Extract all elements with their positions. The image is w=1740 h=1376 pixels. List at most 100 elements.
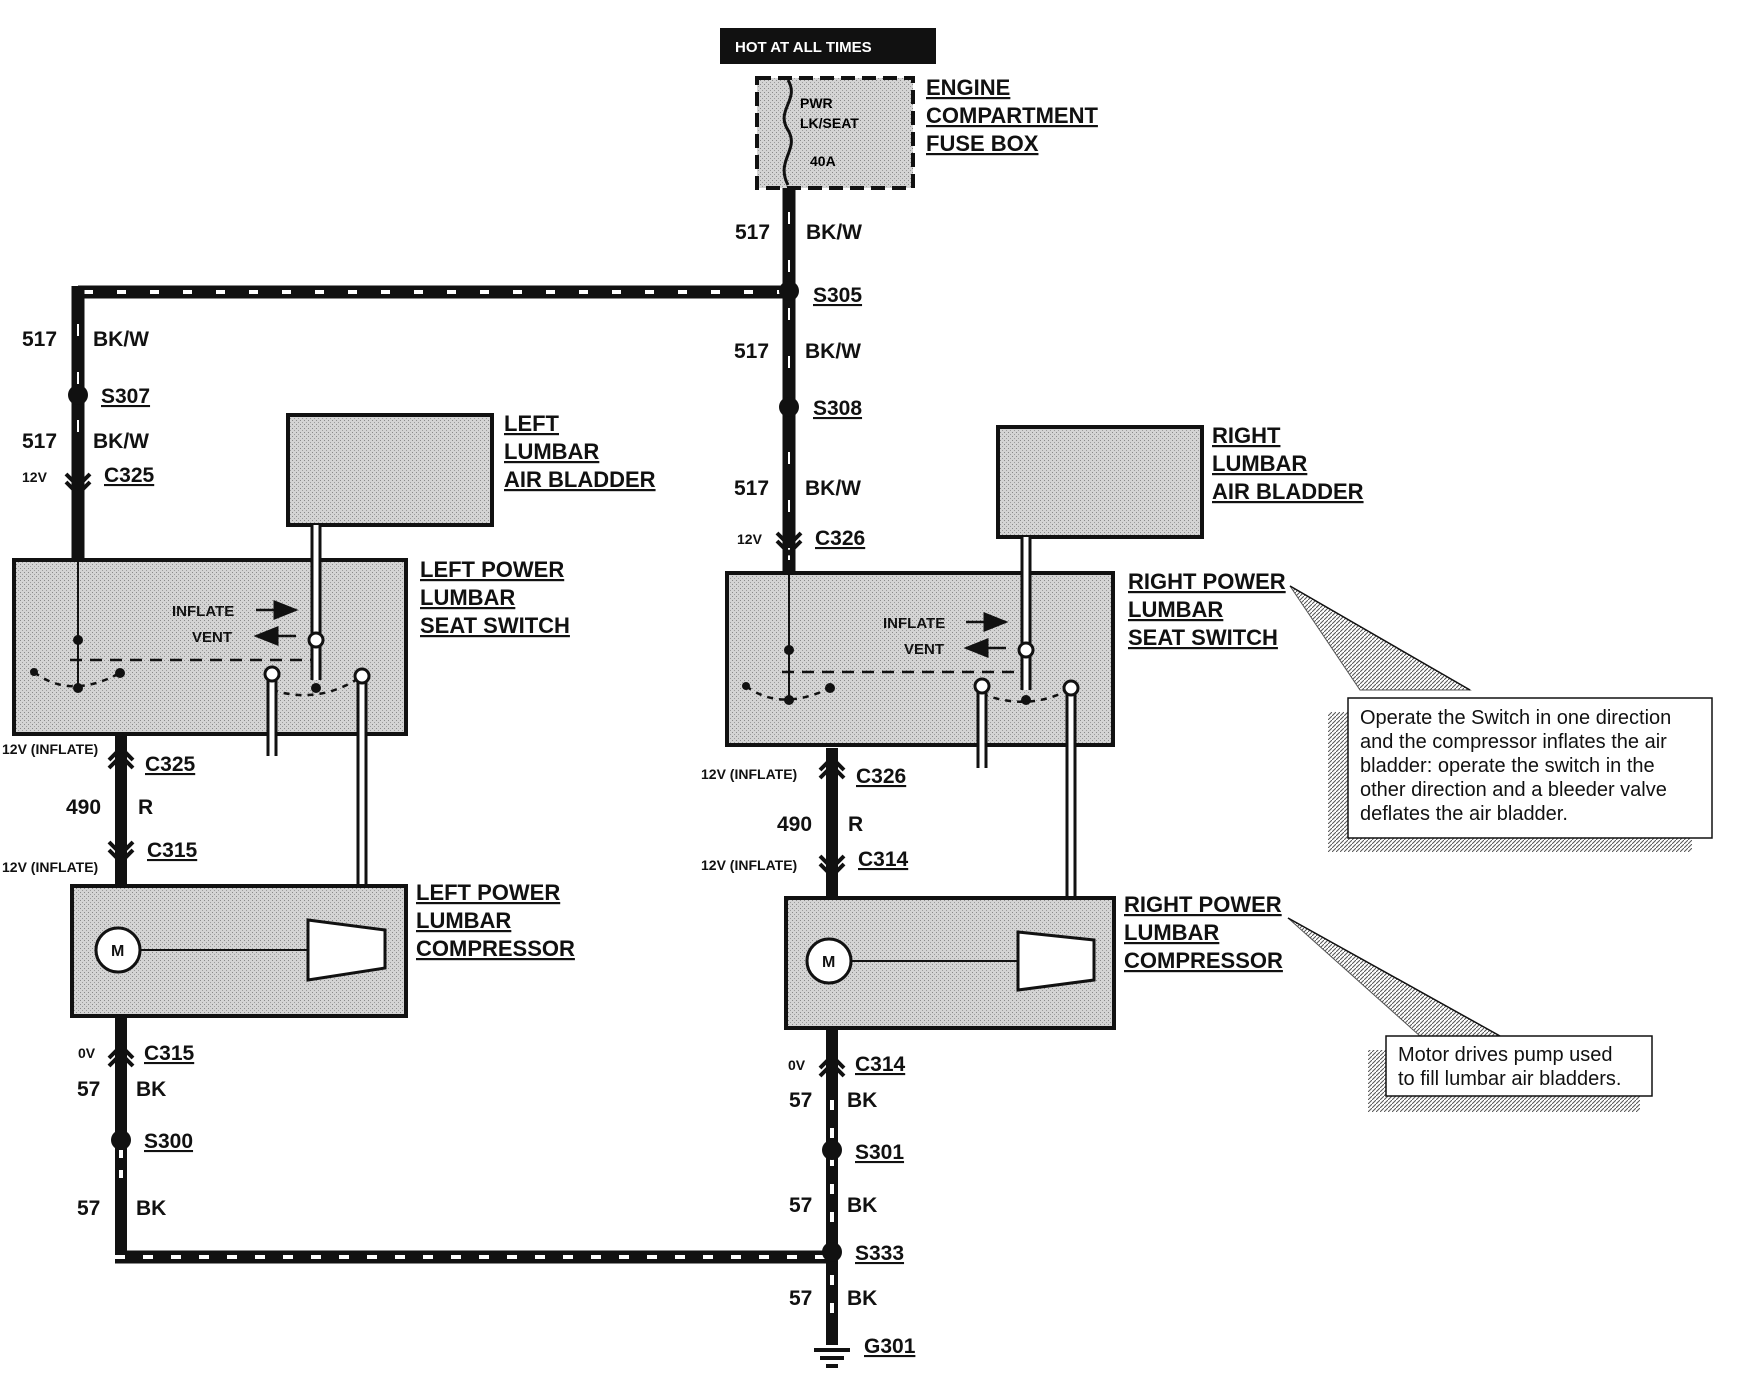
right-voltage-inflate-upper: 12V (INFLATE) <box>701 766 797 782</box>
right-bladder-label-2: LUMBAR <box>1212 451 1307 476</box>
power-wires <box>71 188 796 572</box>
banner-text: HOT AT ALL TIMES <box>735 39 872 56</box>
right-vent-label: VENT <box>904 641 944 658</box>
label-g301: G301 <box>864 1335 916 1358</box>
right-pump-icon <box>1016 930 1096 992</box>
label-c314-bottom: C314 <box>855 1053 906 1076</box>
label-c315-top: C315 <box>147 839 198 862</box>
left-bladder-label-3: AIR BLADDER <box>504 467 656 492</box>
right-air-tube <box>973 537 1080 936</box>
splice-s333 <box>822 1242 842 1262</box>
label-c326-top: C326 <box>815 527 865 550</box>
hot-at-all-times-banner <box>720 28 936 64</box>
splice-s305 <box>779 281 799 301</box>
connector-c314-bottom <box>818 1053 846 1078</box>
label-s301: S301 <box>855 1141 904 1164</box>
label-c325-top: C325 <box>104 464 155 487</box>
label-c326-bottom: C326 <box>856 765 906 788</box>
center-wire-517-lower: 517 <box>734 477 769 500</box>
left-air-tube <box>263 525 371 920</box>
fuse-label-line3: 40A <box>810 153 836 169</box>
left-vent-label: VENT <box>192 629 232 646</box>
connector-c326-bottom <box>818 755 846 780</box>
left-bladder-label-2: LUMBAR <box>504 439 599 464</box>
left-wire-57-upper: 57 <box>77 1078 100 1101</box>
left-wire-bk-upper: BK <box>136 1078 166 1101</box>
left-switch-label-1: LEFT POWER <box>420 557 564 582</box>
center-wire-bkw-mid: BK/W <box>805 340 861 363</box>
switch-note-line1: Operate the Switch in one direction <box>1360 707 1671 729</box>
left-switch-label-3: SEAT SWITCH <box>420 613 570 638</box>
left-wire-bk-lower: BK <box>136 1197 166 1220</box>
compressor-note-line1: Motor drives pump used <box>1398 1044 1613 1066</box>
center-wire-bkw-top: BK/W <box>806 221 862 244</box>
right-switch-label-2: LUMBAR <box>1128 597 1223 622</box>
left-power-lumbar-compressor: M <box>70 884 408 1018</box>
switch-note-line2: and the compressor inflates the air <box>1360 731 1667 753</box>
switch-note-line5: deflates the air bladder. <box>1360 803 1568 825</box>
connector-symbols <box>64 472 846 1078</box>
left-voltage-inflate-lower: 12V (INFLATE) <box>2 859 98 875</box>
center-wire-517-mid: 517 <box>734 340 769 363</box>
right-inflate-label: INFLATE <box>883 615 945 632</box>
left-motor-label: M <box>111 943 124 960</box>
right-wire-bk-upper: BK <box>847 1089 877 1112</box>
left-switch-label-2: LUMBAR <box>420 585 515 610</box>
left-compressor-label-3: COMPRESSOR <box>416 936 575 961</box>
compressor-callout: Motor drives pump used to fill lumbar ai… <box>1287 917 1653 1112</box>
switch-callout: Operate the Switch in one direction and … <box>1289 585 1713 852</box>
right-motor-label: M <box>822 954 835 971</box>
left-wire-labels: 517 BK/W S307 517 BK/W 12V C325 12V (INF… <box>2 328 198 1220</box>
right-switch-label-1: RIGHT POWER <box>1128 569 1286 594</box>
left-voltage-inflate-upper: 12V (INFLATE) <box>2 741 98 757</box>
left-voltage-12v: 12V <box>22 469 48 485</box>
component-labels: LEFT LUMBAR AIR BLADDER LEFT POWER LUMBA… <box>416 411 1364 973</box>
right-voltage-inflate-lower: 12V (INFLATE) <box>701 857 797 873</box>
right-voltage-0v: 0V <box>788 1057 806 1073</box>
connector-c325-bottom <box>107 745 135 770</box>
splice-s307 <box>68 385 88 405</box>
center-wire-517-top: 517 <box>735 221 770 244</box>
label-c314-top: C314 <box>858 848 909 871</box>
connector-c315-top <box>107 840 135 865</box>
left-wire-490: 490 <box>66 796 101 819</box>
right-lumbar-air-bladder <box>996 425 1204 539</box>
compressor-note-line2: to fill lumbar air bladders. <box>1398 1068 1621 1090</box>
label-s305: S305 <box>813 284 862 307</box>
right-bladder-label-1: RIGHT <box>1212 423 1281 448</box>
label-s308: S308 <box>813 397 862 420</box>
right-voltage-12v: 12V <box>737 531 763 547</box>
ground-icon <box>814 1348 850 1368</box>
left-compressor-label-1: LEFT POWER <box>416 880 560 905</box>
right-wire-r: R <box>848 813 863 836</box>
right-wire-bk-lower: BK <box>847 1287 877 1310</box>
right-power-lumbar-seat-switch: INFLATE VENT <box>725 571 1115 747</box>
connector-c325-top <box>64 472 92 497</box>
right-power-lumbar-compressor: M <box>784 896 1116 1030</box>
right-compressor-label-1: RIGHT POWER <box>1124 892 1282 917</box>
splice-s308 <box>779 397 799 417</box>
fuse-box-label-line1: ENGINE <box>926 75 1010 100</box>
left-bladder-label-1: LEFT <box>504 411 560 436</box>
left-wire-517-lower: 517 <box>22 430 57 453</box>
fuse-label-line1: PWR <box>800 95 833 111</box>
fuse-40a-icon <box>782 79 793 186</box>
center-wire-bkw-lower: BK/W <box>805 477 861 500</box>
splice-points <box>68 281 842 1262</box>
switch-note-line3: bladder: operate the switch in the <box>1360 755 1655 777</box>
right-wire-57-upper: 57 <box>789 1089 812 1112</box>
right-wire-bk-mid: BK <box>847 1194 877 1217</box>
left-pump-icon <box>306 918 387 982</box>
left-compressor-label-2: LUMBAR <box>416 908 511 933</box>
right-wire-490: 490 <box>777 813 812 836</box>
left-power-lumbar-seat-switch: INFLATE VENT <box>12 558 408 736</box>
splice-s301 <box>822 1140 842 1160</box>
left-wire-r: R <box>138 796 153 819</box>
left-voltage-0v: 0V <box>78 1045 96 1061</box>
fuse-label-line2: LK/SEAT <box>800 115 859 131</box>
right-compressor-label-2: LUMBAR <box>1124 920 1219 945</box>
fuse-box: PWR LK/SEAT 40A <box>755 76 915 190</box>
right-wire-57-mid: 57 <box>789 1194 812 1217</box>
right-switch-label-3: SEAT SWITCH <box>1128 625 1278 650</box>
